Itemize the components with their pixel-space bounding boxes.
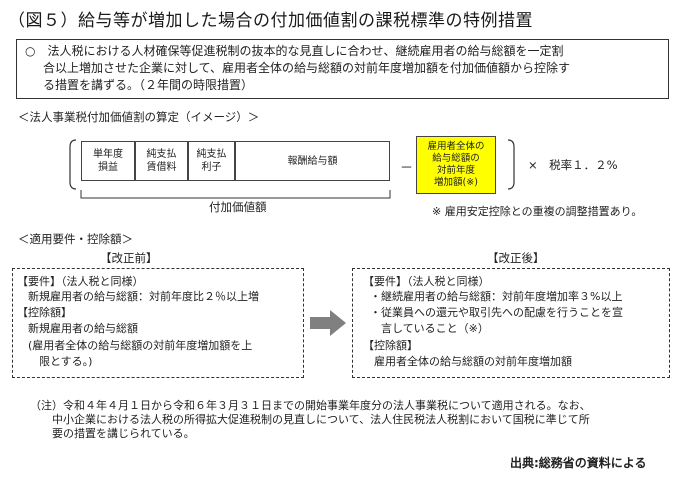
footnote-line: （注）令和４年４月１日から令和６年３月３１日までの開始事業年度分の法人事業税につ… [30, 399, 591, 412]
right-paren [507, 139, 515, 190]
after-line: 雇用者全体の給与総額の対前年度増加額 [363, 355, 572, 368]
right-arrow-icon [310, 310, 346, 336]
cell-annual-profit: 単年度 損益 [81, 141, 135, 181]
before-line: 限とする。) [17, 355, 93, 368]
after-line: ・従業員への還元や取引先への配慮を行うことを宣 [359, 306, 623, 319]
tax-rate: × 税率１．２% [528, 158, 618, 172]
fuka-value-label: 付加価値額 [206, 199, 270, 215]
summary-box: ○ 法人税における人材確保等促進税制の抜本的な見直しに合わせ、継続雇用者の給与総… [16, 39, 669, 99]
page-title: （図５）給与等が増加した場合の付加価値割の課税標準の特例措置 [8, 11, 533, 31]
after-line: 【要件】（法人税と同様） [363, 275, 490, 288]
calc-heading: ＜法人事業税付加価値割の算定（イメージ）＞ [18, 110, 260, 124]
cell-compensation: 報酬給与額 [235, 141, 390, 181]
cell-net-rent: 純支払 賃借料 [135, 141, 188, 181]
deduction-box: 雇用者全体の 給与総額の 対前年度 増加額(※) [416, 136, 496, 194]
after-line: ・継続雇用者の給与総額：対前年度増加率３%以上 [359, 290, 623, 303]
formula-diagram [69, 139, 515, 199]
before-line: 新規雇用者の給与総額：対前年度比２％以上増 [17, 290, 259, 303]
summary-line: ○ 法人税における人材確保等促進税制の抜本的な見直しに合わせ、継続雇用者の給与総… [25, 44, 564, 58]
before-line: 新規雇用者の給与総額 [17, 322, 138, 335]
after-line: 【控除額】 [363, 339, 418, 352]
adjustment-note: ※ 雇用安定控除との重複の調整措置あり。 [432, 205, 643, 218]
minus-sign: － [400, 161, 414, 176]
left-paren [69, 139, 77, 190]
footnote-line: 要の措置を講じられている。 [52, 427, 195, 440]
cell-net-interest: 純支払 利子 [188, 141, 235, 181]
before-line: (雇用者全体の給与総額の対前年度増加額を上 [17, 339, 253, 352]
summary-line: 合以上増加させた企業に対して、雇用者全体の給与総額の対前年度増加額を付加価値額か… [43, 61, 571, 75]
fuka-bracket [80, 190, 391, 199]
footnote-line: 中小企業における法人税の所得拡大促進税制の見直しについて、法人住民税法人税割にお… [52, 413, 590, 426]
requirements-heading: ＜適用要件・控除額＞ [18, 232, 133, 246]
before-line: 【控除額】 [17, 306, 72, 319]
before-line: 【要件】（法人税と同様） [17, 275, 144, 288]
after-box: 【要件】（法人税と同様） ・継続雇用者の給与総額：対前年度増加率３%以上 ・従業… [352, 268, 670, 378]
after-label: 【改正後】 [487, 251, 545, 265]
before-box: 【要件】（法人税と同様） 新規雇用者の給与総額：対前年度比２％以上増 【控除額】… [12, 268, 304, 378]
before-label: 【改正前】 [100, 251, 158, 265]
source-credit: 出典:総務省の資料による [510, 456, 647, 470]
after-line: 言していること（※） [359, 322, 489, 335]
summary-line: る措置を講ずる。（２年間の時限措置） [43, 78, 254, 92]
